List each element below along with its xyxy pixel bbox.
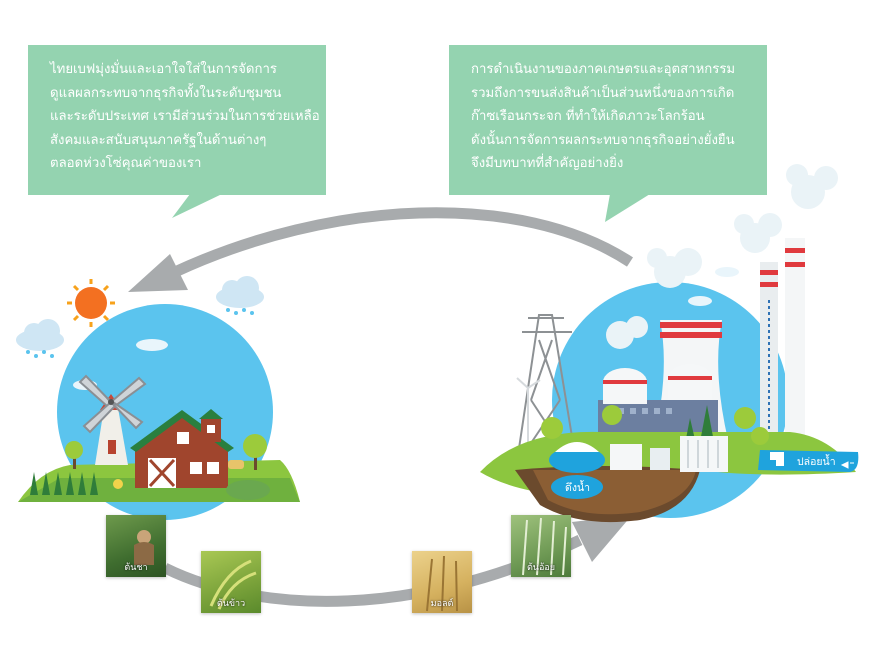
storage-tanks [603, 364, 712, 404]
rain-cloud-icon [16, 319, 64, 358]
bubble-text-line: รวมถึงการขนส่งสินค้าเป็นส่วนหนึ่งของการเ… [471, 85, 735, 101]
water-intake [549, 442, 605, 499]
bubble-text-line: ดูแลผลกระทบจากธุรกิจทั้งในระดับชุมชน [50, 85, 282, 101]
rain-cloud-icon [216, 276, 264, 315]
bubble-text-line: ดังนั้นการจัดการผลกระทบจากธุรกิจอย่างยั่… [471, 132, 735, 148]
sugarcane-icon [522, 517, 567, 576]
crop-label: มอลต์ [430, 599, 454, 609]
sun-icon [67, 279, 115, 327]
factory-scene [480, 164, 859, 523]
right-bubble-tail [605, 194, 650, 222]
crop-label: ต้นอ้อย [526, 563, 556, 573]
steam-clouds [606, 164, 838, 349]
tree [243, 434, 267, 470]
community-commitment-bubble: ไทยเบฟมุ่งมั่นและเอาใจใส่ในการจัดการ ดูแ… [28, 45, 326, 195]
windmill [78, 374, 147, 465]
bubble-text-line: และระดับประเทศ เรามีส่วนร่วมในการช่วยเหล… [50, 109, 320, 124]
bubble-text-line: ไทยเบฟมุ่งมั่นและเอาใจใส่ในการจัดการ [50, 62, 277, 77]
bubble-text-line: สังคมและสนับสนุนภาครัฐในด้านต่างๆ [50, 132, 267, 148]
barley-icon [426, 555, 458, 612]
crop-label: ต้นชา [124, 563, 148, 573]
bubble-text-line: จึงมีบทบาทที่สำคัญอย่างยิ่ง [471, 156, 624, 171]
barn [130, 409, 234, 488]
bubble-text-line: ตลอดห่วงโซ่คุณค่าของเรา [50, 156, 202, 171]
water-treatment [610, 436, 728, 472]
water-intake-label: ดึงน้ำ [565, 482, 591, 494]
left-bubble-tail [172, 194, 222, 218]
tree [541, 405, 769, 445]
crop-tea-photo: ต้นชา [106, 515, 166, 577]
wind-turbine [516, 377, 541, 445]
crop-sugarcane-photo: ต้นอ้อย [511, 515, 571, 577]
top-cycle-arrow [128, 207, 634, 292]
crop-rice-photo: ต้นข้าว [201, 551, 261, 613]
bubble-text-line: การดำเนินงานของภาคเกษตรและอุตสาหกรรม [471, 62, 736, 77]
rice-plant-icon [209, 559, 257, 610]
crop-label: ต้นข้าว [216, 599, 246, 609]
tea-plant-icon [134, 530, 154, 565]
water-release [758, 450, 859, 472]
bubble-text-line: ก๊าซเรือนกระจก ที่ทำให้เกิดภาวะโลกร้อน [471, 109, 705, 124]
tree [65, 441, 83, 469]
crop-malt-photo: มอลต์ [412, 551, 472, 613]
water-release-label: ปล่อยน้ำ [797, 456, 836, 468]
smokestack [760, 238, 805, 443]
industry-impact-bubble: การดำเนินงานของภาคเกษตรและอุตสาหกรรม รวม… [449, 45, 767, 195]
farm-scene [16, 276, 300, 520]
crop-row [30, 472, 98, 495]
